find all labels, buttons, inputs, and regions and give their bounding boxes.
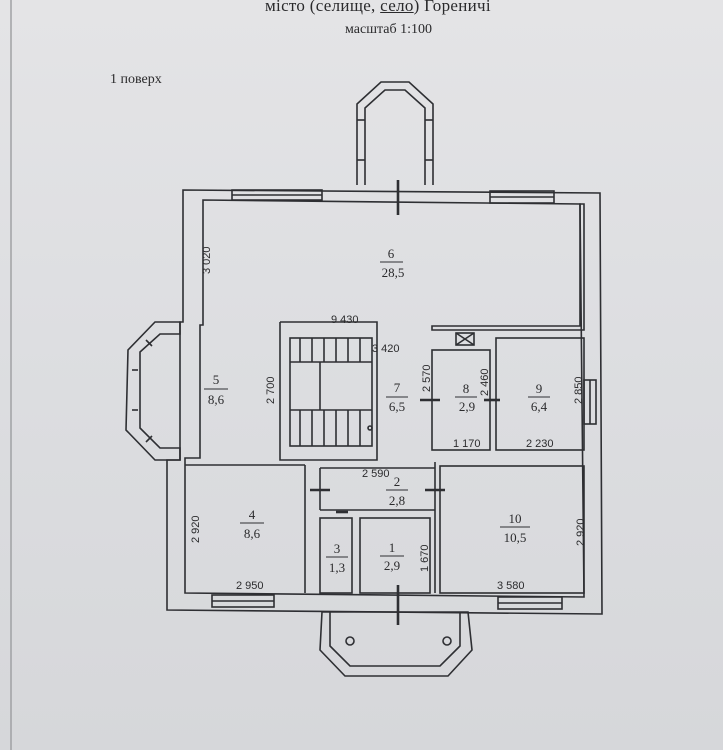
dim-2850: 2 850 — [573, 376, 585, 404]
room-4-number: 4 — [249, 507, 256, 522]
room-5-number: 5 — [213, 372, 220, 387]
dim-2230: 2 230 — [526, 438, 554, 450]
room-5-label: 5 8,6 — [204, 372, 228, 407]
room-8-number: 8 — [463, 381, 470, 396]
room-10-number: 10 — [509, 511, 522, 526]
room-4-area: 8,6 — [244, 526, 261, 541]
room-8-label: 8 2,9 — [455, 381, 477, 414]
dim-2920-left: 2 920 — [190, 515, 202, 543]
dim-3420: 3 420 — [372, 343, 400, 355]
room-4-label: 4 8,6 — [240, 507, 264, 541]
dim-2590: 2 590 — [362, 468, 390, 480]
room-7-number: 7 — [394, 380, 401, 395]
lower-rooms — [185, 462, 585, 594]
room-9-label: 9 6,4 — [528, 381, 550, 414]
room-9-number: 9 — [536, 381, 543, 396]
room-5-area: 8,6 — [208, 392, 225, 407]
south-porch — [211, 585, 563, 677]
dim-2700: 2 700 — [265, 376, 277, 404]
dim-3020: 3 020 — [201, 246, 213, 274]
scale-label: масштаб 1:100 — [345, 22, 432, 37]
room-6-area: 28,5 — [382, 265, 405, 280]
dim-3580: 3 580 — [497, 580, 525, 592]
room-6-number: 6 — [388, 246, 395, 261]
room-3-number: 3 — [334, 541, 341, 556]
room-1-number: 1 — [389, 540, 396, 555]
locality-title: місто (селище, село) Гореничі — [265, 0, 491, 16]
page-edge — [10, 0, 12, 750]
north-bay — [356, 81, 434, 185]
room-1-label: 1 2,9 — [380, 540, 404, 573]
dim-2570: 2 570 — [421, 364, 433, 392]
dim-2460: 2 460 — [479, 368, 491, 396]
room-3-area: 1,3 — [329, 560, 345, 575]
dim-9430: 9 430 — [331, 314, 359, 326]
dimension-labels: 9 430 3 420 3 020 2 700 2 570 2 460 2 85… — [190, 246, 587, 592]
room-labels: 6 28,5 5 8,6 7 6,5 8 2,9 9 — [204, 246, 550, 575]
room-7-label: 7 6,5 — [386, 380, 408, 414]
room-2-area: 2,8 — [389, 493, 405, 508]
room-9-area: 6,4 — [531, 399, 548, 414]
room-3-label: 3 1,3 — [326, 541, 348, 575]
title-prefix: місто (селище, — [265, 0, 381, 15]
room-2-label: 2 2,8 — [386, 474, 408, 508]
dim-1170: 1 170 — [453, 438, 481, 450]
room-8-area: 2,9 — [459, 399, 475, 414]
rooms-8-9 — [420, 332, 597, 451]
room-6-label: 6 28,5 — [380, 246, 404, 280]
room-2-number: 2 — [394, 474, 401, 489]
room-7-area: 6,5 — [389, 399, 405, 414]
title-underlined: село — [380, 0, 414, 15]
dim-2950: 2 950 — [236, 580, 264, 592]
west-bay-window — [125, 321, 181, 461]
room-10-label: 10 10,5 — [500, 511, 530, 545]
room-10-area: 10,5 — [504, 530, 527, 545]
central-block — [279, 321, 378, 461]
title-suffix: ) Гореничі — [413, 0, 491, 15]
floor-label: 1 поверх — [110, 72, 162, 87]
north-windows — [231, 180, 555, 215]
dim-2920-right: 2 920 — [575, 518, 587, 546]
dim-1670: 1 670 — [419, 544, 431, 572]
room-1-area: 2,9 — [384, 558, 400, 573]
